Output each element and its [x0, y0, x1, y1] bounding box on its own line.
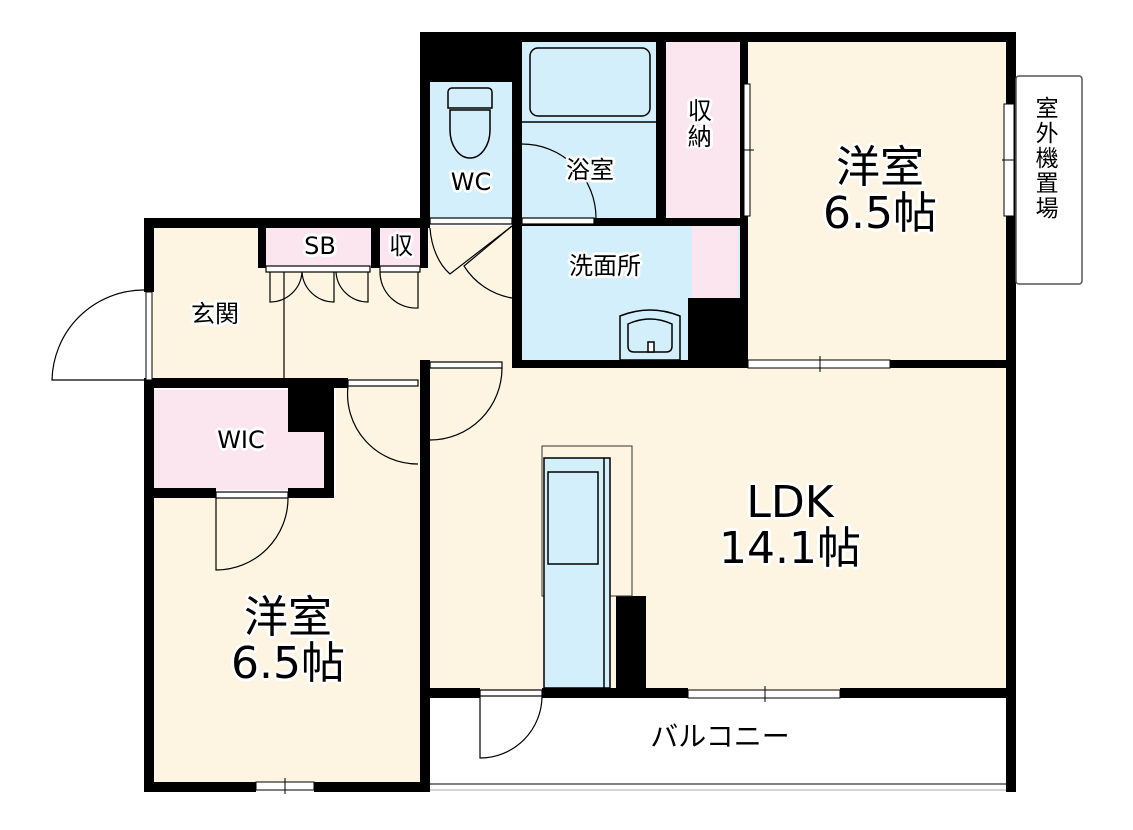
closet-floor: [666, 42, 740, 218]
shoe-box-floor: [265, 228, 371, 268]
outdoor-unit-label: 室外機置場: [1031, 96, 1058, 221]
walls: [144, 32, 1016, 792]
washroom-label: 洗面所: [569, 252, 641, 280]
bathroom-label: 浴室: [566, 156, 614, 184]
ldk-name: LDK: [746, 477, 834, 528]
bathtub-icon: [529, 47, 651, 117]
wic-label: WIC: [217, 426, 265, 454]
western-room-1-name: 洋室: [836, 142, 924, 193]
entrance-storage-label: 収: [389, 232, 413, 260]
doors: [51, 143, 597, 759]
hallway-floor: [336, 380, 420, 494]
entrance-label: 玄関: [191, 300, 239, 328]
western-room-2-size: 6.5帖: [231, 638, 345, 690]
entrance-storage-floor: [380, 228, 422, 268]
washbasin-icon: [619, 309, 681, 361]
washroom-storage: [692, 226, 738, 300]
balcony-floor: [430, 696, 1007, 786]
western-room-2-label: 洋室 6.5帖: [208, 592, 368, 690]
western-room-1-floor: [748, 40, 1007, 368]
western-room-1-label: 洋室 6.5帖: [800, 142, 960, 240]
ldk-floor: [430, 368, 1007, 690]
toilet-icon: [447, 87, 493, 159]
ldk-size: 14.1帖: [719, 523, 861, 575]
western-room-2-name: 洋室: [244, 592, 332, 643]
washroom-pillar: [688, 298, 740, 362]
western-room-2-floor: [152, 494, 420, 784]
shoe-box-label: SB: [304, 232, 336, 260]
entry-door-icon: [51, 289, 145, 381]
closet-label: 収納: [683, 98, 712, 150]
balcony-label: バルコニー: [650, 720, 790, 753]
fixtures: [447, 47, 681, 689]
outdoor-unit-area: [1015, 75, 1083, 285]
windows: [145, 83, 1018, 794]
kitchen-sink: [543, 457, 611, 689]
ldk-label: LDK 14.1帖: [690, 477, 890, 575]
western-room-1-size: 6.5帖: [823, 188, 937, 240]
toilet-label: WC: [450, 168, 492, 196]
